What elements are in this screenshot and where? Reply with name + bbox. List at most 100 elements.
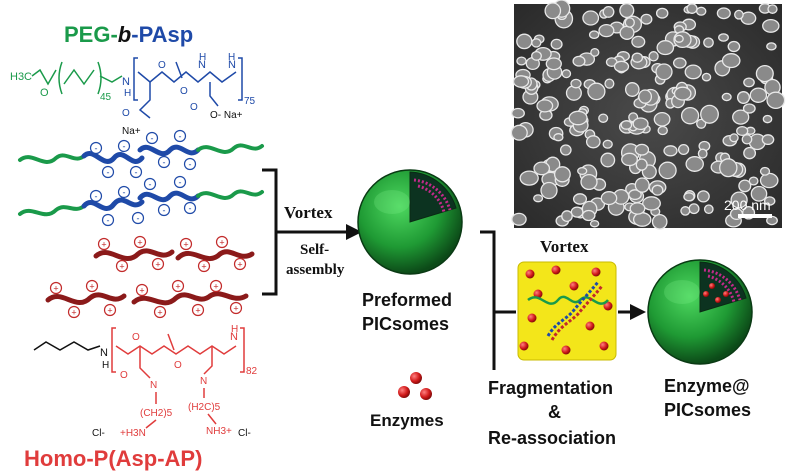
chem-nh3: N	[228, 59, 236, 71]
sem-particle	[553, 166, 571, 183]
homo-label: Homo-P(Asp-AP)	[24, 446, 202, 471]
homo-side2	[203, 346, 213, 375]
sem-particle	[736, 125, 749, 137]
sem-particle	[734, 9, 744, 20]
sem-particle	[759, 166, 771, 176]
anion-peg-4	[196, 189, 264, 200]
cation-charge: +	[229, 301, 243, 315]
cation-charge: +	[233, 257, 247, 271]
sem-particle	[640, 13, 653, 25]
sem-particle	[519, 170, 539, 186]
sem-particle	[568, 110, 588, 126]
sem-particle	[703, 37, 714, 48]
sem-particle	[766, 91, 786, 110]
anion-charge: -	[101, 165, 115, 179]
sem-particle	[718, 33, 729, 42]
sem-particle	[738, 179, 752, 193]
svg-text:+: +	[71, 308, 76, 318]
homo-side1c	[145, 419, 157, 429]
svg-text:+: +	[119, 262, 124, 272]
sem-particle	[653, 111, 671, 127]
chem-o-down1: O	[122, 108, 130, 119]
panel-enzyme	[591, 267, 601, 277]
svg-text:-: -	[179, 132, 182, 142]
sem-particle	[553, 133, 564, 142]
sem-particle	[658, 161, 677, 180]
sem-particle	[634, 177, 650, 193]
sem-particle	[536, 99, 554, 113]
anion-charge: -	[183, 201, 197, 215]
anion-charges: ----------------	[89, 129, 197, 227]
sem-particle	[743, 146, 757, 160]
sem-particle	[587, 82, 606, 101]
svg-text:+: +	[89, 282, 94, 292]
svg-text:-: -	[189, 160, 192, 170]
panel-chain-red	[550, 285, 604, 341]
process-bracket	[480, 230, 516, 370]
homo-bracket-left	[111, 327, 116, 373]
sem-particle	[634, 143, 650, 156]
svg-text:-: -	[189, 204, 192, 214]
chem-b-nh4: N	[150, 380, 157, 391]
chem-h2: H	[199, 52, 206, 63]
arrow-head-1	[346, 224, 362, 240]
chem-b-o1: O	[132, 332, 140, 343]
sem-particle	[663, 145, 678, 157]
pasp-side2	[209, 82, 219, 107]
cation-charge: +	[171, 279, 185, 293]
cation-charge: +	[191, 303, 205, 317]
sem-particle	[570, 206, 584, 218]
label-picsomes-2: PICsomes	[664, 400, 751, 420]
label-enzyme-at: Enzyme@	[664, 376, 750, 396]
sem-particle	[561, 210, 573, 223]
sem-particle	[631, 35, 646, 48]
sem-particle	[572, 55, 586, 67]
sem-particle	[762, 114, 773, 124]
chem-o-down2: O	[190, 102, 198, 113]
panel-enzyme	[551, 265, 561, 275]
label-reassociation: Re-association	[488, 428, 616, 448]
anion-pasp-4	[137, 190, 201, 203]
sem-particle	[657, 125, 668, 136]
sem-particle	[651, 213, 668, 230]
pasp-side1	[138, 82, 151, 119]
arrow-head-2	[630, 304, 646, 320]
chem-n45: 45	[100, 92, 112, 103]
sem-particle	[510, 124, 528, 141]
anion-charge: -	[183, 157, 197, 171]
label-picsomes: PICsomes	[362, 314, 449, 334]
pasp-bracket-right	[238, 57, 243, 101]
svg-text:-: -	[123, 188, 126, 198]
sem-particle	[759, 172, 779, 189]
sem-particle	[635, 158, 648, 171]
preformed-picsome	[357, 169, 463, 275]
anion-charge: -	[173, 175, 187, 189]
svg-text:+: +	[155, 260, 160, 270]
cation-charge: +	[115, 259, 129, 273]
svg-text:-: -	[149, 180, 152, 190]
panel-enzymes	[519, 265, 613, 355]
sem-particles	[510, 0, 786, 230]
anion-charge: -	[117, 139, 131, 153]
chem-ch2-2: (H2C)5	[188, 402, 221, 413]
peg-link	[99, 75, 123, 83]
sem-particle	[684, 64, 702, 80]
sem-particle	[629, 202, 646, 215]
anionic-chains	[18, 143, 264, 217]
chem-b-h2: H	[231, 324, 238, 335]
sem-particle	[585, 135, 601, 149]
sem-particle	[631, 52, 644, 63]
homo-backbone	[115, 345, 237, 355]
homo-butyl	[33, 341, 101, 351]
svg-text:-: -	[95, 144, 98, 154]
cation-chain-3	[45, 292, 127, 306]
sem-particle	[561, 69, 572, 79]
sem-particle	[577, 166, 588, 176]
svg-text:+: +	[139, 286, 144, 296]
sem-particle	[761, 134, 775, 146]
sem-particle	[602, 139, 613, 149]
chem-na1: Na+	[122, 126, 141, 137]
sem-particle	[755, 64, 774, 83]
label-enzymes: Enzymes	[370, 411, 444, 430]
